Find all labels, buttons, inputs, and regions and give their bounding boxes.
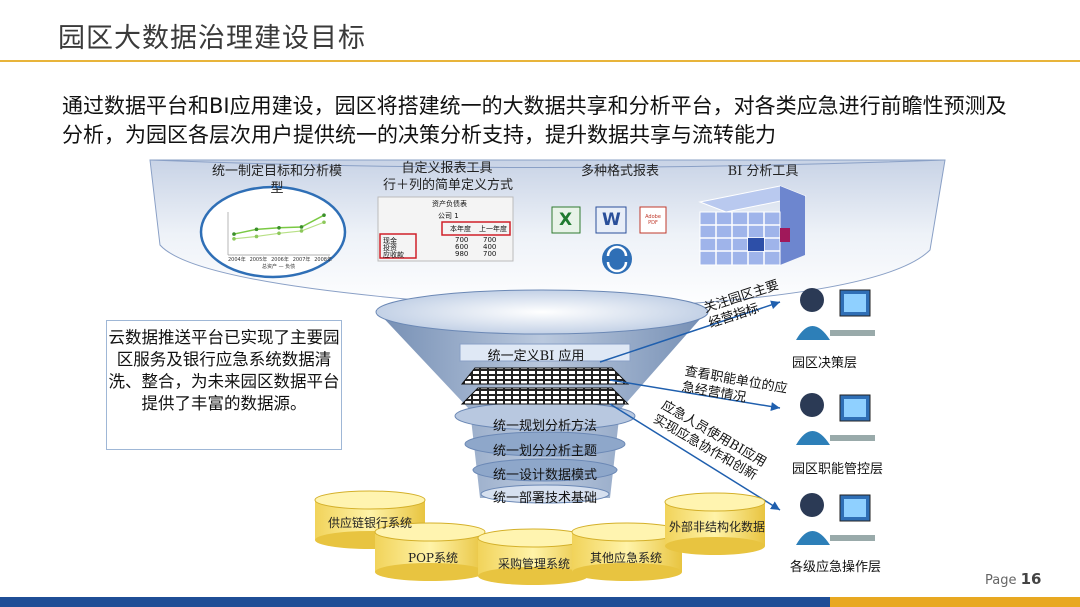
tool-caption-model: 统一制定目标和分析模型 xyxy=(212,164,343,196)
page-number-value: 16 xyxy=(1020,570,1042,588)
report-row-v1: 980 xyxy=(455,250,469,258)
chart-point xyxy=(232,237,236,241)
layer-tech-foundation: 统一部署技术基础 xyxy=(492,491,597,506)
report-highlight-rows xyxy=(379,233,417,259)
chart-x-label: 2006年 xyxy=(271,257,289,263)
word-icon-label: W xyxy=(602,210,621,230)
cloud-data-note: 云数据推送平台已实现了主要园区服务及银行应急系统数据清洗、整合，为未来园区数据平… xyxy=(106,320,342,450)
person-icon-3 xyxy=(796,493,875,545)
source-external: 外部非结构化数据 xyxy=(668,520,765,534)
intro-text: 通过数据平台和BI应用建设，园区将搭建统一的大数据共享和分析平台，对各类应急进行… xyxy=(62,94,1007,147)
report-col-1: 本年度 xyxy=(450,225,471,233)
cylinder-external xyxy=(664,492,766,555)
person-icon-1 xyxy=(796,288,875,340)
report-highlight-header xyxy=(441,221,511,236)
tool-caption-bi: BI 分析工具 xyxy=(727,164,799,179)
chart-x-label: 2008年 xyxy=(314,257,332,263)
layer-analysis-method: 统一规划分析方法 xyxy=(492,419,597,434)
chart-point xyxy=(322,220,326,225)
grid-layer-2 xyxy=(460,387,630,405)
chart-x-label: 2005年 xyxy=(249,257,268,263)
chart-point xyxy=(277,225,281,230)
chart-legend: 总资产 — 负债 xyxy=(262,264,296,270)
cylinder-purchase xyxy=(477,528,589,585)
excel-icon xyxy=(551,206,581,234)
layer-bi-app: 统一定义BI 应用 xyxy=(487,349,585,364)
arrow-to-operation xyxy=(609,403,781,511)
report-row-v2: 700 xyxy=(483,236,497,244)
source-purchase: 采购管理系统 xyxy=(498,557,571,571)
user-label-decision: 园区决策层 xyxy=(792,356,858,371)
bi-cube-icon xyxy=(698,185,807,266)
page-label: Page xyxy=(985,573,1017,588)
chart-point xyxy=(322,213,326,217)
chart-x-labels: 2004年 2005年 2006年 2007年 2008年 xyxy=(228,256,332,263)
chart-point xyxy=(277,231,281,236)
report-row-v1: 700 xyxy=(455,236,469,244)
report-row-label: 投资 xyxy=(383,244,397,252)
layer-data-model: 统一设计数据模式 xyxy=(492,468,597,483)
cylinder-pop xyxy=(374,522,486,581)
chart-point xyxy=(254,234,259,239)
user-label-operation: 各级应急操作层 xyxy=(790,560,882,575)
footer-accent xyxy=(830,597,1080,607)
chart-point xyxy=(299,225,304,229)
tool-caption-report-sub: 行＋列的简单定义方式 xyxy=(382,178,513,193)
layer-analysis-topic: 统一划分分析主题 xyxy=(492,444,597,459)
arrow-to-decision xyxy=(599,300,781,363)
report-row-v1: 600 xyxy=(455,243,469,251)
title-divider xyxy=(0,60,1080,62)
tool-caption-formats: 多种格式报表 xyxy=(580,164,659,179)
report-sample xyxy=(377,196,514,262)
chart-frame xyxy=(199,185,347,279)
mini-line-chart xyxy=(227,212,330,256)
page-number: Page 16 xyxy=(985,570,1042,588)
chart-point xyxy=(299,229,304,233)
report-row-label: 现金 xyxy=(383,237,397,245)
page-title: 园区大数据治理建设目标 xyxy=(58,23,366,54)
chart-x-label: 2007年 xyxy=(292,257,311,263)
pdf-icon xyxy=(639,206,667,234)
cylinder-other xyxy=(571,522,683,581)
grid-layer-1 xyxy=(460,367,630,385)
source-other: 其他应急系统 xyxy=(590,551,663,565)
chart-point xyxy=(232,232,236,236)
report-row-2: 投资 600 400 xyxy=(383,243,508,253)
chart-x-label: 2004年 xyxy=(228,257,246,263)
report-title: 资产负债表 xyxy=(432,200,467,208)
report-company: 公司 1 xyxy=(438,212,459,220)
excel-icon-label: X xyxy=(559,210,573,230)
arrow-to-management xyxy=(609,379,781,411)
report-row-3: 应收款 980 700 xyxy=(383,250,508,260)
report-col-2: 上一年度 xyxy=(479,225,507,233)
footer-bar xyxy=(0,597,1080,607)
source-pop: POP系统 xyxy=(408,551,458,565)
funnel-rim xyxy=(375,289,709,335)
pdf-icon-label: Adobe PDF xyxy=(645,214,661,226)
tool-caption-report: 自定义报表工具 xyxy=(401,161,493,176)
person-icon-2 xyxy=(796,393,875,445)
user-label-management: 园区职能管控层 xyxy=(792,462,884,477)
report-row-1: 现金 700 700 xyxy=(383,236,508,246)
report-row-v2: 700 xyxy=(483,250,497,258)
chart-point xyxy=(254,227,259,232)
source-supply-chain: 供应链银行系统 xyxy=(328,516,413,530)
report-row-v2: 400 xyxy=(483,243,497,251)
recycle-icon xyxy=(602,244,632,274)
report-row-label: 应收款 xyxy=(383,251,404,259)
word-icon xyxy=(595,206,627,234)
